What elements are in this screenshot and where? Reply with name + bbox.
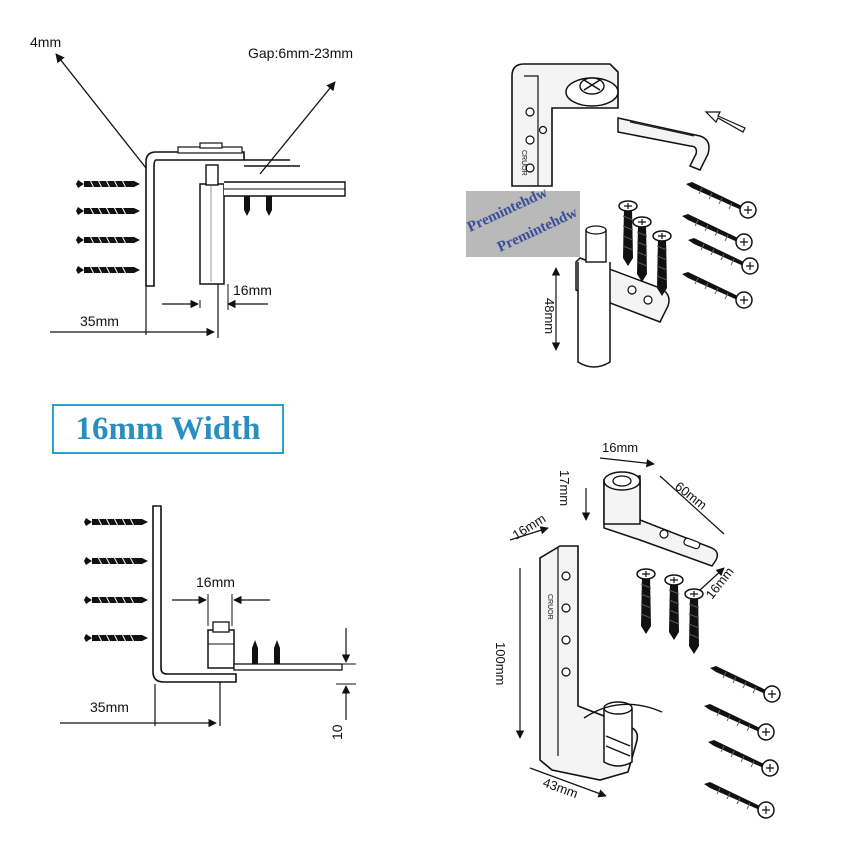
screw-icon	[75, 235, 141, 245]
screw-icon	[703, 781, 775, 819]
screw-icon	[75, 179, 141, 189]
gap-label: Gap:6mm-23mm	[248, 45, 353, 61]
pin-width-label: 16mm	[233, 282, 272, 298]
pin-width-label: 16mm	[196, 574, 235, 590]
bracket-height-label: 100mm	[493, 642, 508, 685]
title-badge: 16mm Width	[52, 404, 284, 454]
bracket-width-label: 16mm	[510, 511, 549, 543]
pivot-pin	[199, 183, 225, 285]
screw-icon	[83, 556, 149, 566]
screw-icon	[618, 200, 638, 267]
screw-icon	[681, 271, 753, 309]
top-left-side-view: 4mm Gap:6mm-23mm 16mm 35mm	[30, 34, 353, 338]
stamp-text: CRUOR	[546, 594, 553, 620]
plate-height-label: 10	[329, 724, 345, 740]
pivot-pin	[207, 629, 235, 669]
top-height-label: 17mm	[557, 470, 572, 506]
screw-icon	[684, 588, 704, 655]
screw-icon	[83, 517, 149, 527]
screw-icon	[681, 213, 753, 251]
screw-icon	[707, 739, 779, 777]
screw-icon	[75, 206, 141, 216]
l-bracket	[145, 151, 245, 287]
screw-icon	[685, 181, 757, 219]
direction-arrow-icon	[704, 111, 746, 133]
pin-height-label: 48mm	[542, 298, 557, 334]
screw-icon	[75, 265, 141, 275]
l-bracket	[152, 505, 237, 683]
watermark-block	[466, 191, 580, 257]
thickness-label: 4mm	[30, 34, 61, 50]
top-right-3d-view: CRUOR Premintehdw Premintehdw 48mm	[465, 63, 759, 368]
screw-icon	[632, 216, 652, 283]
sliding-arm	[617, 117, 710, 171]
panel-title: 16mm Width	[75, 410, 261, 447]
offset-label: 35mm	[80, 313, 119, 329]
screw-icon	[664, 574, 684, 641]
pivot-pin	[577, 262, 611, 368]
screw-icon	[636, 568, 656, 635]
stamp-text: CRUOR	[520, 150, 527, 176]
bottom-left-side-view: 16mm 35mm 10	[60, 505, 356, 740]
arm-length-label: 60mm	[672, 479, 710, 513]
screw-icon	[709, 665, 781, 703]
screw-icon	[83, 633, 149, 643]
bottom-right-3d-view: 16mm 17mm 60mm 16mm CRUOR 16mm 100mm 43m…	[493, 440, 781, 819]
top-width-label: 16mm	[602, 440, 638, 455]
offset-label: 35mm	[90, 699, 129, 715]
screw-icon	[83, 595, 149, 605]
screw-icon	[703, 703, 775, 741]
